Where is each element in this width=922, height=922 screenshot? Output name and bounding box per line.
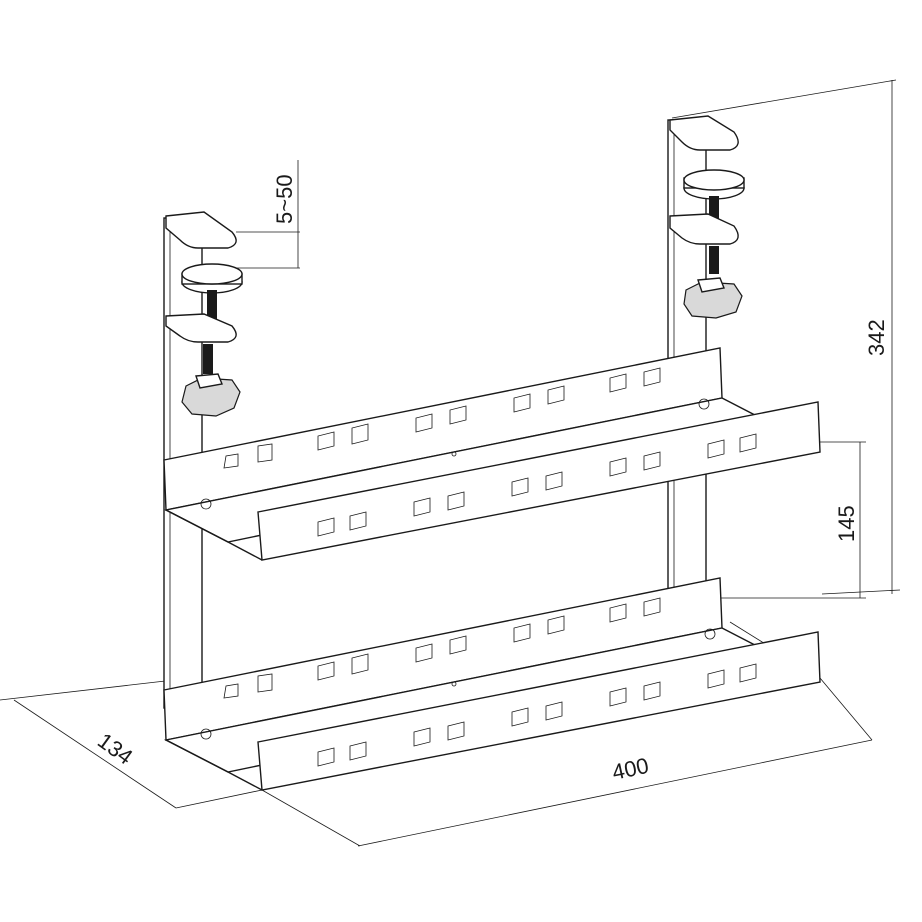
dimension-labels: 5~50 342 145 134 400 <box>93 174 889 784</box>
right-clamp <box>669 115 745 319</box>
upper-back-slots <box>223 367 661 469</box>
upper-tray <box>163 347 821 561</box>
tray-spacing-label: 145 <box>834 505 859 542</box>
dimension-lines <box>0 79 901 847</box>
clamp-range-label: 5~50 <box>272 174 297 224</box>
upper-front-slots <box>317 433 757 537</box>
total-height-label: 342 <box>864 319 889 356</box>
lower-front-slots <box>317 663 757 767</box>
depth-label: 134 <box>93 728 137 770</box>
left-clamp <box>165 211 243 417</box>
lower-tray <box>163 577 821 791</box>
lower-back-slots <box>223 597 661 699</box>
width-label: 400 <box>610 753 651 785</box>
